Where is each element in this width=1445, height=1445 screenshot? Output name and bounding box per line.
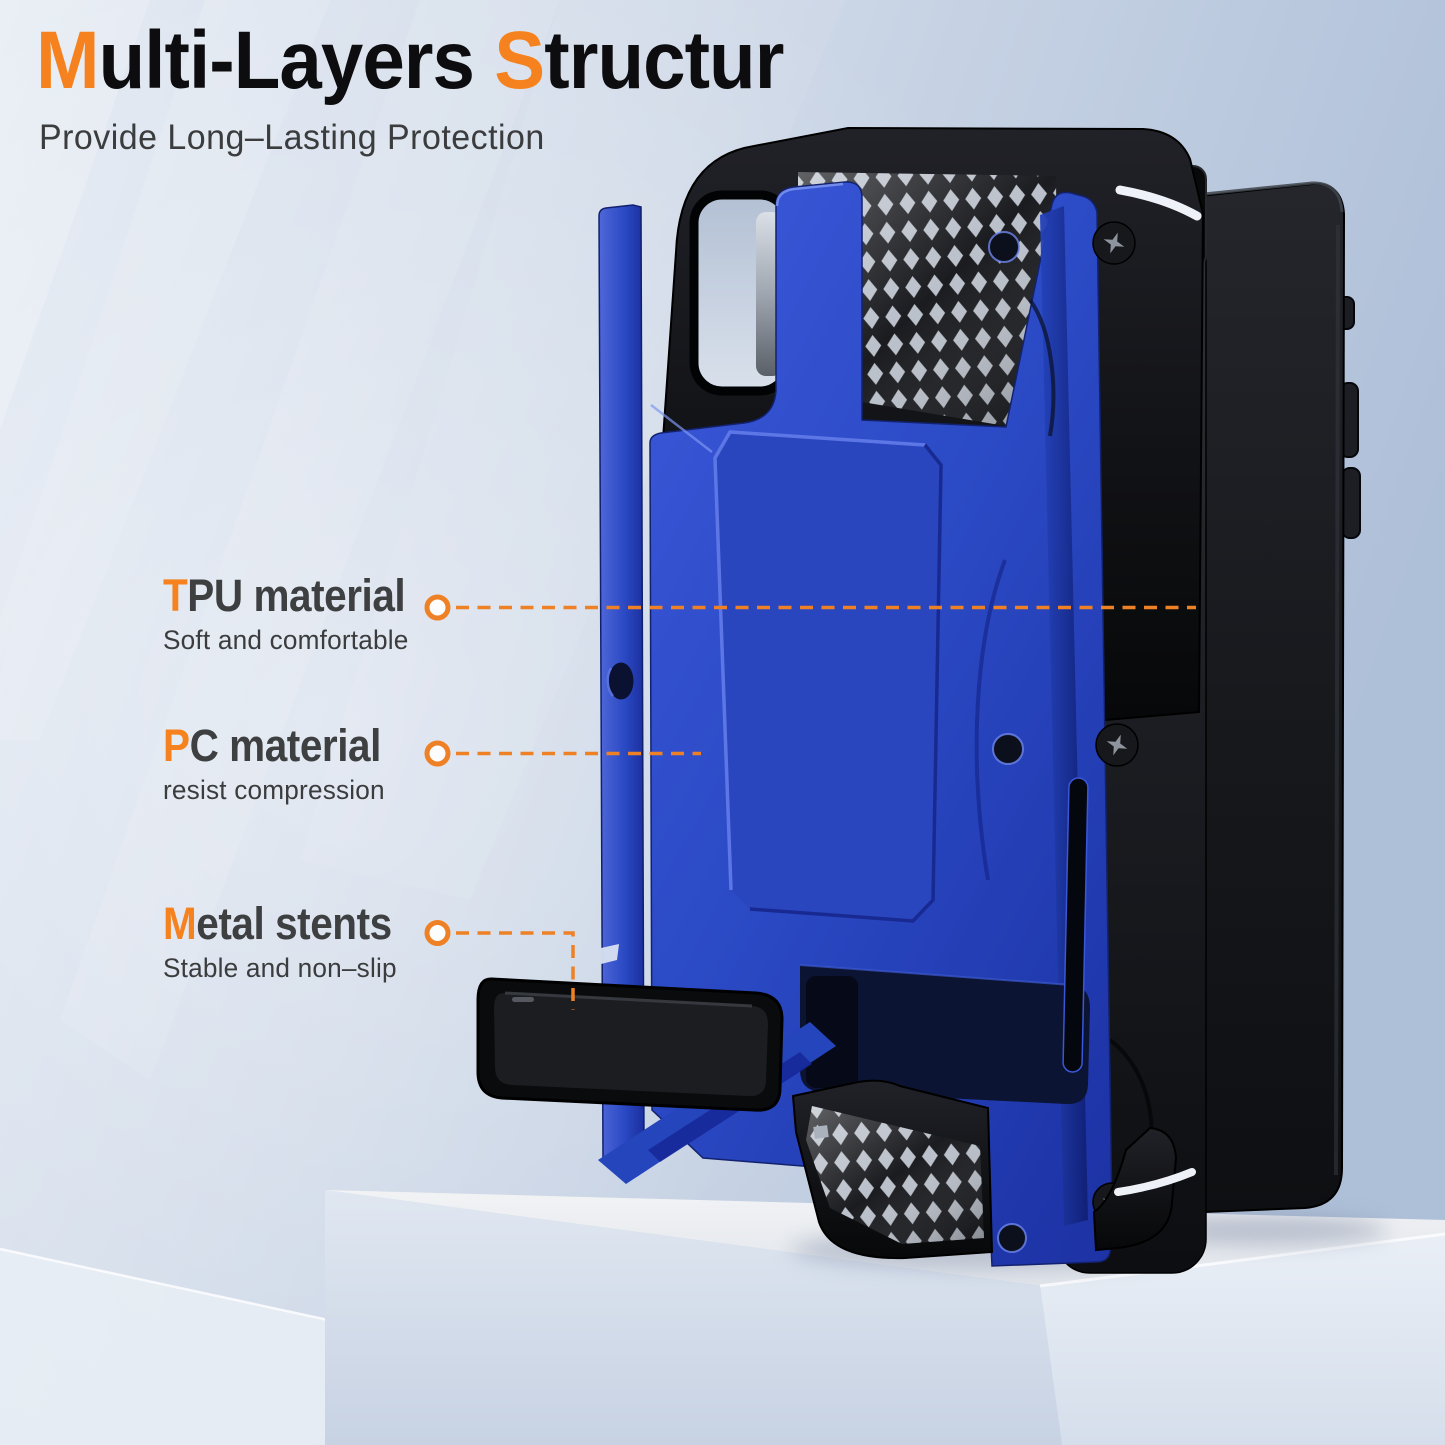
callout-heading-lead: P [163, 720, 190, 771]
plate-screw-holes [988, 231, 1027, 1253]
callout-heading-lead: M [163, 898, 197, 949]
callout-heading-lead: T [163, 570, 188, 621]
floor-line [0, 1247, 329, 1445]
phone-back-layer [1198, 181, 1361, 1214]
leader-metal [456, 931, 575, 1010]
title-accent-letter: M [36, 15, 100, 106]
page-title: Multi-Layers Structur [36, 14, 784, 108]
callout-metal-stents: Metal stents Stable and non–slip [163, 898, 417, 984]
callout-dot-tpu [424, 594, 451, 621]
callout-tpu-material: TPU material Soft and comfortable [163, 570, 432, 656]
callout-leader-lines [456, 605, 1196, 1010]
metal-kickstand [476, 977, 784, 1112]
title-text: ulti-Layers [98, 15, 495, 106]
callout-dot-pc [424, 740, 451, 767]
rail-hole [608, 662, 634, 700]
page-subtitle: Provide Long–Lasting Protection [39, 118, 545, 157]
callout-heading: TPU material [163, 570, 406, 622]
title-accent-letter: S [494, 15, 545, 106]
callout-dot-metal [424, 920, 451, 946]
callout-heading: PC material [163, 720, 381, 772]
kickstand-recess [799, 964, 1090, 1105]
callout-pc-material: PC material resist compression [163, 720, 405, 806]
callout-heading-rest: C material [189, 720, 382, 771]
callout-dots [424, 594, 451, 946]
raised-panel [713, 430, 943, 923]
lanyard-slot [1062, 777, 1089, 1073]
mesh-bottom [806, 1106, 984, 1244]
callout-heading-rest: PU material [187, 570, 406, 621]
camera-cutout [689, 190, 793, 396]
callout-subtext: resist compression [163, 775, 385, 805]
side-rail [598, 204, 645, 1159]
accent-stripe-top [1115, 185, 1202, 221]
callout-subtext: Soft and comfortable [163, 625, 409, 655]
callout-subtext: Stable and non–slip [163, 953, 397, 983]
title-text: tructur [544, 15, 784, 106]
callout-heading-rest: etal stents [196, 898, 392, 949]
accent-stripe-bottom [1114, 1168, 1196, 1196]
armor-bumper-bottom [791, 1079, 1196, 1260]
callout-heading: Metal stents [163, 898, 392, 950]
